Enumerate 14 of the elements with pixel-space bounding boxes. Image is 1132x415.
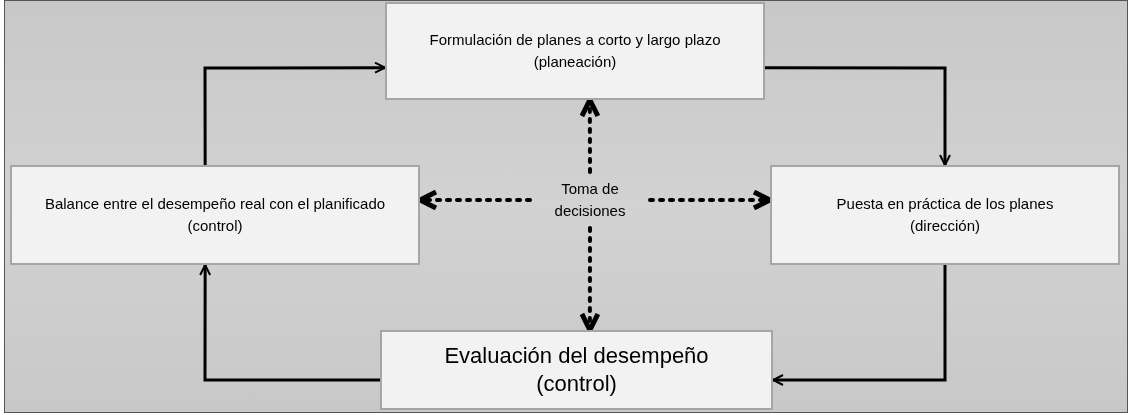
- process-box: [10, 165, 420, 265]
- arrow: [765, 66, 951, 166]
- node-text: Toma de decisiones: [553, 178, 627, 221]
- arrow: [199, 264, 380, 382]
- process-box: [385, 2, 765, 100]
- arrow: [772, 265, 947, 386]
- process-box: [380, 330, 773, 410]
- arrow: [579, 226, 601, 333]
- arrow: [203, 61, 386, 165]
- node-text: Balance entre el desempeño real con el planificado (control): [43, 193, 387, 236]
- node-text: Formulación de planes a corto y largo plazo (planeación): [428, 29, 722, 72]
- node-text: Evaluación del desempeño (control): [443, 342, 710, 398]
- node-text: Puesta en práctica de los planes (dirección): [835, 193, 1055, 236]
- process-box: [770, 165, 1120, 265]
